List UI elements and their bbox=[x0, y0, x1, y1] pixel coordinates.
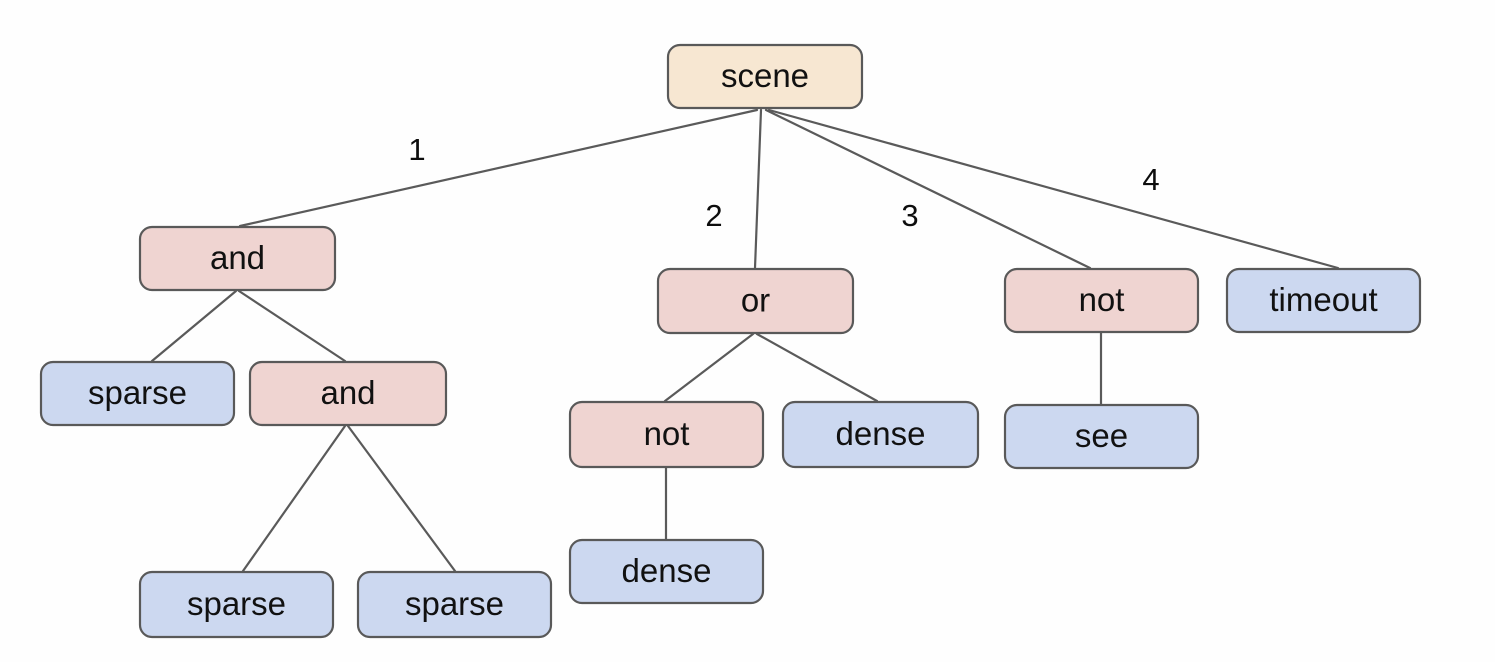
node-box-and2[interactable] bbox=[248, 360, 448, 427]
node-box-timeout1[interactable] bbox=[1225, 267, 1422, 334]
node-box-not2[interactable] bbox=[1003, 267, 1200, 334]
edges-layer bbox=[150, 108, 1340, 573]
node-label-dense1: dense bbox=[836, 415, 926, 452]
tree-node-not1[interactable]: not bbox=[568, 400, 765, 469]
node-label-see1: see bbox=[1075, 417, 1128, 454]
node-box-sparse3[interactable] bbox=[356, 570, 553, 639]
tree-node-and1[interactable]: and bbox=[138, 225, 337, 292]
edge-label-1: 1 bbox=[408, 132, 425, 167]
tree-node-see1[interactable]: see bbox=[1003, 403, 1200, 470]
tree-edge-and2-to-sparse3 bbox=[346, 424, 457, 573]
tree-node-not2[interactable]: not bbox=[1003, 267, 1200, 334]
node-box-scene[interactable] bbox=[666, 43, 864, 110]
node-label-scene: scene bbox=[721, 57, 809, 94]
tree-node-sparse2[interactable]: sparse bbox=[138, 570, 335, 639]
tree-node-dense1[interactable]: dense bbox=[781, 400, 980, 469]
node-box-sparse1[interactable] bbox=[39, 360, 236, 427]
tree-edge-scene-to-and1 bbox=[238, 108, 759, 228]
node-box-sparse2[interactable] bbox=[138, 570, 335, 639]
tree-edge-scene-to-timeout1 bbox=[767, 108, 1340, 270]
node-label-not1: not bbox=[644, 415, 690, 452]
tree-edge-and1-to-and2 bbox=[237, 289, 347, 363]
node-label-and2: and bbox=[320, 374, 375, 411]
node-label-sparse2: sparse bbox=[187, 585, 286, 622]
tree-node-sparse1[interactable]: sparse bbox=[39, 360, 236, 427]
node-box-or1[interactable] bbox=[656, 267, 855, 335]
tree-edge-or1-to-not1 bbox=[663, 332, 755, 403]
tree-node-and2[interactable]: and bbox=[248, 360, 448, 427]
node-label-or1: or bbox=[741, 282, 770, 319]
node-box-not1[interactable] bbox=[568, 400, 765, 469]
node-label-sparse3: sparse bbox=[405, 585, 504, 622]
node-label-timeout1: timeout bbox=[1269, 281, 1377, 318]
edge-label-4: 4 bbox=[1142, 162, 1159, 197]
node-label-dense2: dense bbox=[622, 552, 712, 589]
edge-labels-layer: 1 2 3 4 bbox=[408, 132, 1159, 233]
tree-edge-scene-to-or1 bbox=[753, 108, 763, 270]
nodes-layer: scene and sparse and sparse sparse or not dense d… bbox=[39, 43, 1422, 639]
edge-label-2: 2 bbox=[705, 198, 722, 233]
tree-edge-and2-to-sparse2 bbox=[241, 424, 347, 573]
node-box-see1[interactable] bbox=[1003, 403, 1200, 470]
node-box-and1[interactable] bbox=[138, 225, 337, 292]
tree-node-timeout1[interactable]: timeout bbox=[1225, 267, 1422, 334]
node-label-not2: not bbox=[1079, 281, 1125, 318]
node-box-dense1[interactable] bbox=[781, 400, 980, 469]
node-label-and1: and bbox=[210, 239, 265, 276]
tree-edge-scene-to-not2 bbox=[764, 108, 1092, 270]
tree-node-sparse3[interactable]: sparse bbox=[356, 570, 553, 639]
node-label-sparse1: sparse bbox=[88, 374, 187, 411]
tree-edge-and1-to-sparse1 bbox=[150, 289, 238, 363]
tree-node-scene[interactable]: scene bbox=[666, 43, 864, 110]
edge-label-3: 3 bbox=[901, 198, 918, 233]
tree-edge-or1-to-dense1 bbox=[755, 332, 879, 403]
tree-node-or1[interactable]: or bbox=[656, 267, 855, 335]
node-box-dense2[interactable] bbox=[568, 538, 765, 605]
tree-node-dense2[interactable]: dense bbox=[568, 538, 765, 605]
